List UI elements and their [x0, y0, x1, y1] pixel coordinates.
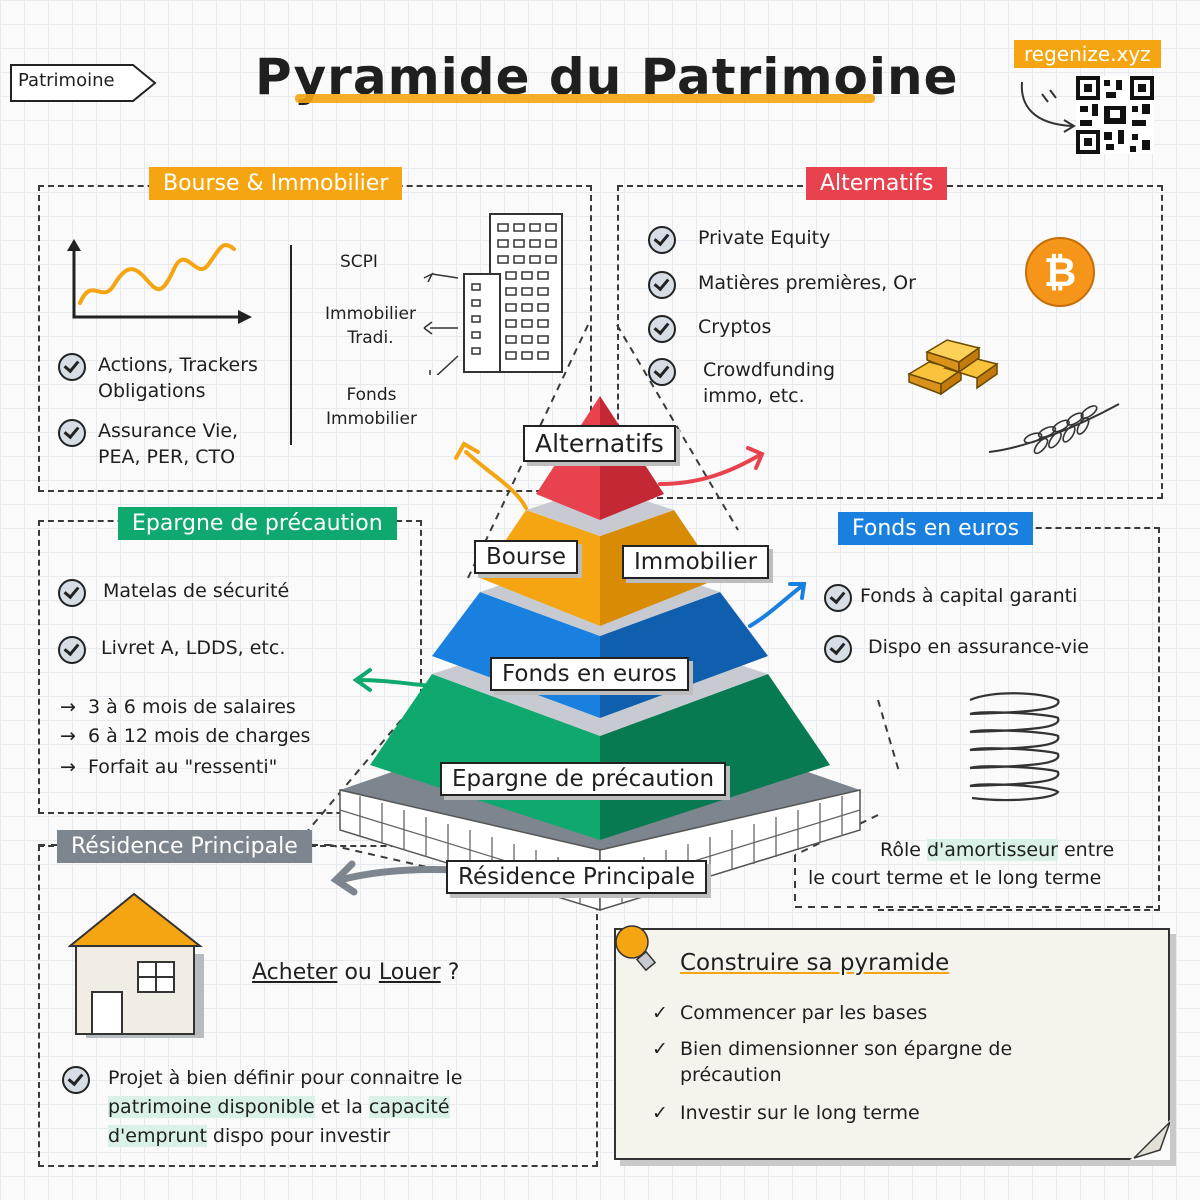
amortisseur-note: Rôle d'amortisseur entre [880, 839, 1115, 861]
bourse-item-assurance-vie: Assurance Vie, PEA, PER, CTO [58, 418, 238, 470]
growth-chart-icon [67, 239, 252, 324]
pyramid-diagram [330, 396, 861, 912]
brand-badge[interactable]: regenize.xyz [1014, 40, 1161, 68]
residence-desc: Projet à bien définir pour connaitre le … [62, 1064, 462, 1151]
construire-item-1: ✓Commencer par les bases [652, 1002, 928, 1024]
wheat-icon [988, 403, 1120, 455]
pyramid-label-immobilier: Immobilier [622, 545, 770, 579]
epargne-label: Epargne de précaution [118, 507, 397, 540]
arrow-right-icon: → [60, 696, 76, 718]
gold-bars-icon [907, 339, 999, 396]
spring-icon [969, 692, 1060, 802]
check-icon [58, 579, 86, 607]
building-icon [423, 213, 563, 375]
page-curl-icon [1130, 1120, 1170, 1160]
immo-tradi: Immobilier Tradi. [325, 304, 416, 348]
bitcoin-icon: ₿ [1025, 237, 1095, 307]
check-icon [648, 226, 676, 254]
amortisseur-note-line2: le court terme et le long terme [808, 867, 1102, 889]
divider-line [290, 245, 292, 445]
construire-item-3: ✓Investir sur le long terme [652, 1102, 920, 1124]
qr-code-icon [1076, 76, 1154, 154]
alt-item-private-equity: Private Equity [648, 225, 830, 254]
fonds-item-dispo: Dispo en assurance-vie [824, 634, 1089, 663]
epargne-item-matelas: Matelas de sécurité [58, 578, 289, 607]
check-icon [824, 635, 852, 663]
construire-title: Construire sa pyramide [680, 950, 950, 976]
immo-fonds: Fonds Immobilier [326, 385, 417, 429]
pyramid-label-residence: Résidence Principale [446, 860, 708, 894]
check-icon [824, 584, 852, 612]
bourse-immo-label: Bourse & Immobilier [149, 167, 403, 200]
epargne-item-livret: Livret A, LDDS, etc. [58, 635, 285, 664]
arrow-right-icon: → [60, 756, 76, 778]
arrow-to-qr-icon [1020, 81, 1076, 133]
alt-item-cryptos: Cryptos [648, 314, 771, 343]
page-title: Pyramide du Patrimoine [255, 48, 959, 106]
svg-text:₿: ₿ [1044, 250, 1077, 296]
residence-label: Résidence Principale [57, 830, 312, 863]
epargne-arrow-1: →3 à 6 mois de salaires [60, 696, 296, 718]
acheter-louer: Acheter ou Louer ? [252, 960, 460, 985]
check-icon [648, 315, 676, 343]
arrow-right-icon: → [60, 725, 76, 747]
house-icon [68, 892, 204, 1038]
alt-item-matieres: Matières premières, Or [648, 270, 916, 299]
bourse-item-actions: Actions, Trackers Obligations [58, 352, 258, 404]
check-icon [648, 358, 676, 386]
immo-scpi: SCPI [340, 252, 378, 272]
pyramid-label-alternatifs: Alternatifs [523, 425, 676, 462]
check-icon [58, 419, 86, 447]
fonds-euros-label: Fonds en euros [838, 512, 1034, 545]
epargne-arrow-3: →Forfait au "ressenti" [60, 756, 278, 778]
corner-tag-label: Patrimoine [18, 70, 115, 91]
alt-item-crowdfunding: Crowdfunding immo, etc. [648, 357, 835, 409]
alternatifs-label: Alternatifs [806, 167, 948, 200]
pyramid-label-fonds-euros: Fonds en euros [490, 657, 689, 691]
tag-shape [10, 64, 157, 102]
fonds-item-capital: Fonds à capital garanti [824, 583, 1077, 612]
epargne-arrow-2: →6 à 12 mois de charges [60, 725, 311, 747]
construire-note: Construire sa pyramide ✓Commencer par le… [614, 928, 1170, 1160]
pyramid-label-epargne: Epargne de précaution [440, 762, 727, 796]
pyramid-label-bourse: Bourse [474, 540, 579, 574]
check-icon [58, 353, 86, 381]
corner-tag: Patrimoine [8, 62, 158, 108]
check-icon [62, 1066, 90, 1094]
check-icon [58, 636, 86, 664]
check-icon [648, 271, 676, 299]
lightbulb-icon [615, 925, 657, 972]
construire-item-2: ✓Bien dimensionner son épargne de précau… [652, 1038, 1013, 1086]
